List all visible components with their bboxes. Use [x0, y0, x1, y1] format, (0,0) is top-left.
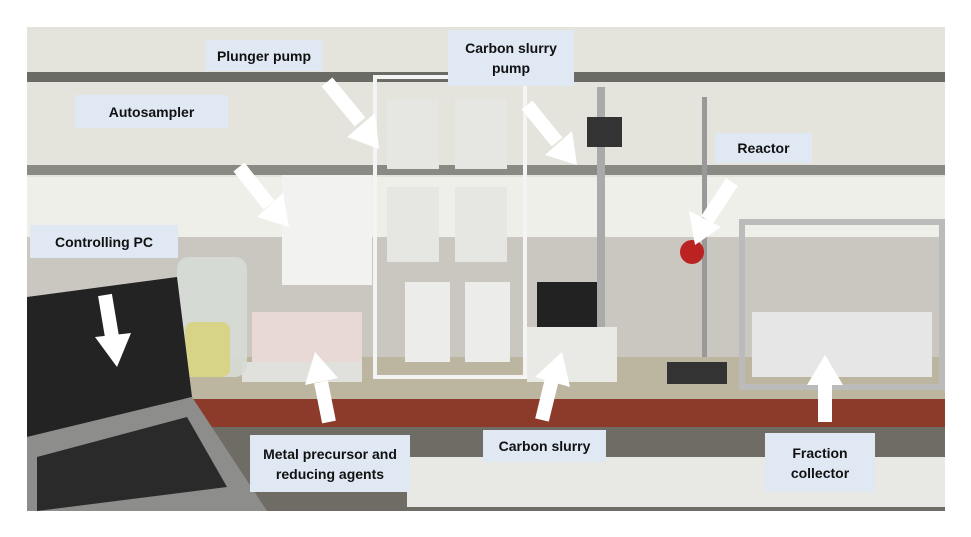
fraction-collector-device — [739, 219, 945, 390]
arrow-carbon-slurry-pump — [521, 100, 563, 147]
label-controlling-pc: Controlling PC — [30, 225, 178, 258]
arrow-controlling-pc — [98, 293, 119, 339]
label-carbon-slurry-pump: Carbon slurry pump — [448, 30, 574, 86]
label-carbon-slurry: Carbon slurry — [483, 430, 606, 462]
arrow-metal-precursor — [314, 380, 336, 424]
label-autosampler: Autosampler — [75, 95, 228, 128]
arrow-autosampler — [233, 162, 275, 210]
label-reactor: Reactor — [715, 133, 812, 163]
arrow-plunger-pump — [321, 77, 366, 127]
pointer-arrows — [95, 77, 843, 424]
autosampler-device — [282, 175, 372, 285]
laptop-screen — [27, 277, 192, 437]
arrow-carbon-slurry — [535, 377, 559, 422]
arrow-reactor — [701, 178, 738, 224]
lab-photo — [27, 27, 945, 511]
label-metal-precursor: Metal precursor and reducing agents — [250, 435, 410, 492]
label-plunger-pump: Plunger pump — [205, 40, 323, 71]
label-fraction-collector: Fraction collector — [765, 433, 875, 492]
